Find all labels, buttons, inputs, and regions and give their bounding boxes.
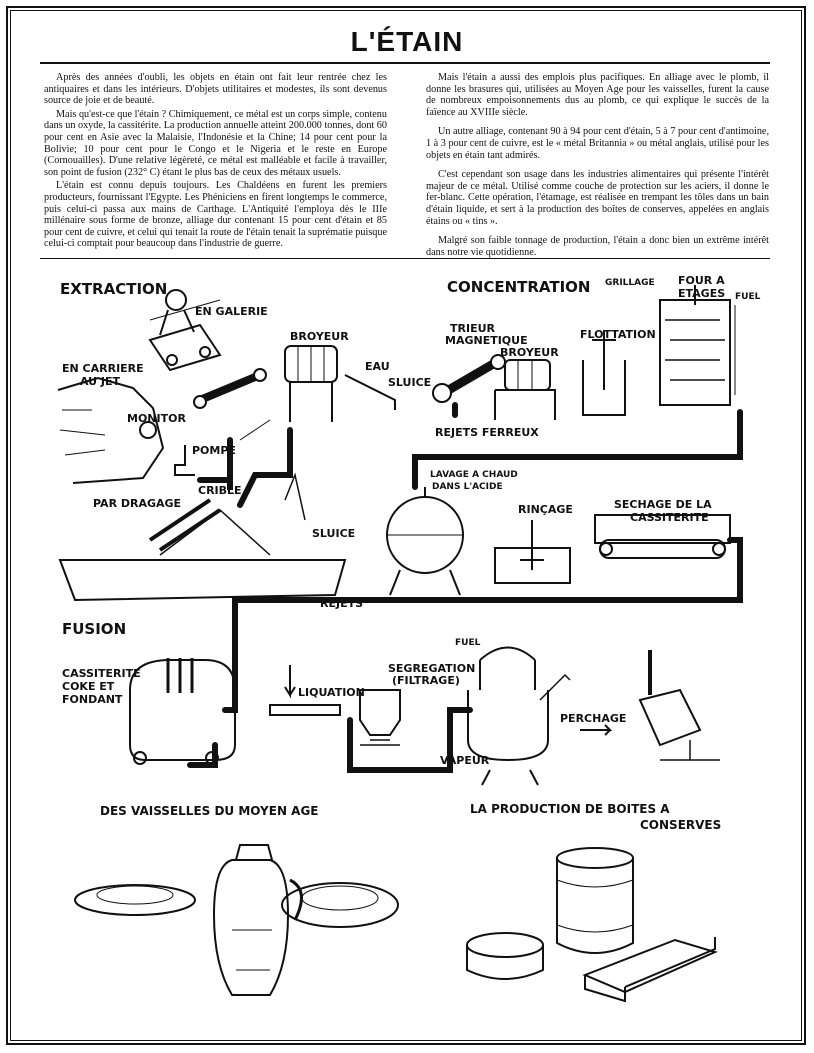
label-fuel: FUEL xyxy=(735,292,761,302)
paragraph: C'est cependant son usage dans les indus… xyxy=(426,169,769,227)
casting-ladle xyxy=(638,688,702,747)
label-lavage: LAVAGE A CHAUD xyxy=(430,470,518,480)
label-eau: EAU xyxy=(365,360,390,373)
label-sluice: SLUICE xyxy=(388,376,432,389)
label-grillage: GRILLAGE xyxy=(605,278,655,288)
inner-border xyxy=(10,10,802,1041)
paragraph: Mais l'étain a aussi des emplois plus pa… xyxy=(426,72,769,118)
label-au-jet: AU JET xyxy=(80,375,121,388)
label-acide: DANS L'ACIDE xyxy=(432,482,503,492)
paragraph: Mais qu'est-ce que l'étain ? Chimiquemen… xyxy=(44,108,387,178)
crusher-2 xyxy=(504,359,551,391)
label-cassiterite: CASSITERITE xyxy=(62,667,141,680)
dredge-hull xyxy=(58,559,347,602)
label-etages: ETAGES xyxy=(678,287,726,300)
hearth-furnace xyxy=(659,299,731,406)
liquation-plate xyxy=(269,704,341,716)
label-fondant: FONDANT xyxy=(62,693,123,706)
label-rejets: REJETS xyxy=(320,597,364,610)
label-crible: CRIBLE xyxy=(198,484,242,497)
label-rejets-ferreux: REJETS FERREUX xyxy=(435,426,539,439)
quarry-cliff xyxy=(57,376,165,484)
label-magnetique: MAGNETIQUE xyxy=(445,334,528,347)
label-monitor: MONITOR xyxy=(127,412,186,425)
sluice-chute xyxy=(344,374,396,410)
smelting-furnace xyxy=(129,659,236,761)
outer-border xyxy=(6,6,806,1045)
label-liquation: LIQUATION xyxy=(298,686,365,699)
label-flottation: FLOTTATION xyxy=(580,328,656,341)
sardine-can xyxy=(582,938,718,994)
pewter-bowl xyxy=(281,882,399,928)
label-en-galerie: EN GALERIE xyxy=(195,305,268,318)
label-sechage: SECHAGE DE LA xyxy=(614,498,712,511)
label-concentration: CONCENTRATION xyxy=(447,278,591,296)
flotation-tank xyxy=(582,360,626,416)
title-rule xyxy=(40,62,770,64)
label-par-dragage: PAR DRAGAGE xyxy=(93,497,182,510)
caption-boites-2: CONSERVES xyxy=(640,818,722,832)
text-rule xyxy=(40,258,770,259)
pewter-jug xyxy=(212,859,290,996)
label-fuel-2: FUEL xyxy=(455,638,481,648)
label-broyeur-2: BROYEUR xyxy=(500,346,559,359)
caption-vaisselles: DES VAISSELLES DU MOYEN AGE xyxy=(100,804,319,818)
label-vapeur: VAPEUR xyxy=(440,754,490,767)
refining-pot xyxy=(467,690,549,762)
paragraph: L'étain est connu depuis toujours. Les C… xyxy=(44,180,387,250)
caption-boites-1: LA PRODUCTION DE BOITES A xyxy=(470,802,670,816)
label-en-carriere: EN CARRIERE xyxy=(62,362,144,375)
label-trieur: TRIEUR xyxy=(450,322,495,335)
label-filtrage: (FILTRAGE) xyxy=(392,674,460,687)
text-column-left: Après des années d'oubli, les objets en … xyxy=(44,72,387,252)
pewter-plate xyxy=(74,884,196,916)
label-broyeur: BROYEUR xyxy=(290,330,349,343)
paragraph: Un autre alliage, contenant 90 à 94 pour… xyxy=(426,126,769,161)
page-title: L'ÉTAIN xyxy=(350,26,464,57)
label-coke: COKE ET xyxy=(62,680,115,693)
paragraph: Après des années d'oubli, les objets en … xyxy=(44,72,387,107)
pump-pipe xyxy=(174,445,195,476)
label-cassiterite-top: CASSITERITE xyxy=(630,511,709,524)
label-four-a: FOUR A xyxy=(678,274,725,287)
tin-can-large xyxy=(556,847,634,869)
flow-line xyxy=(187,402,743,773)
label-fusion: FUSION xyxy=(62,620,127,638)
label-pompe: POMPE xyxy=(192,444,236,457)
segregation-filter xyxy=(359,689,401,736)
monitor-nozzle xyxy=(139,421,157,439)
tin-can-flat xyxy=(466,932,544,958)
label-sluice-2: SLUICE xyxy=(312,527,356,540)
label-extraction: EXTRACTION xyxy=(60,280,168,298)
label-perchage: PERCHAGE xyxy=(560,712,627,725)
mine-cart-illustration xyxy=(148,289,222,372)
text-column-right: Mais l'étain a aussi des emplois plus pa… xyxy=(426,72,769,266)
label-segregation: SEGREGATION xyxy=(388,662,476,675)
paragraph: Malgré son faible tonnage de production,… xyxy=(426,235,769,258)
label-rincage: RINÇAGE xyxy=(518,503,573,516)
